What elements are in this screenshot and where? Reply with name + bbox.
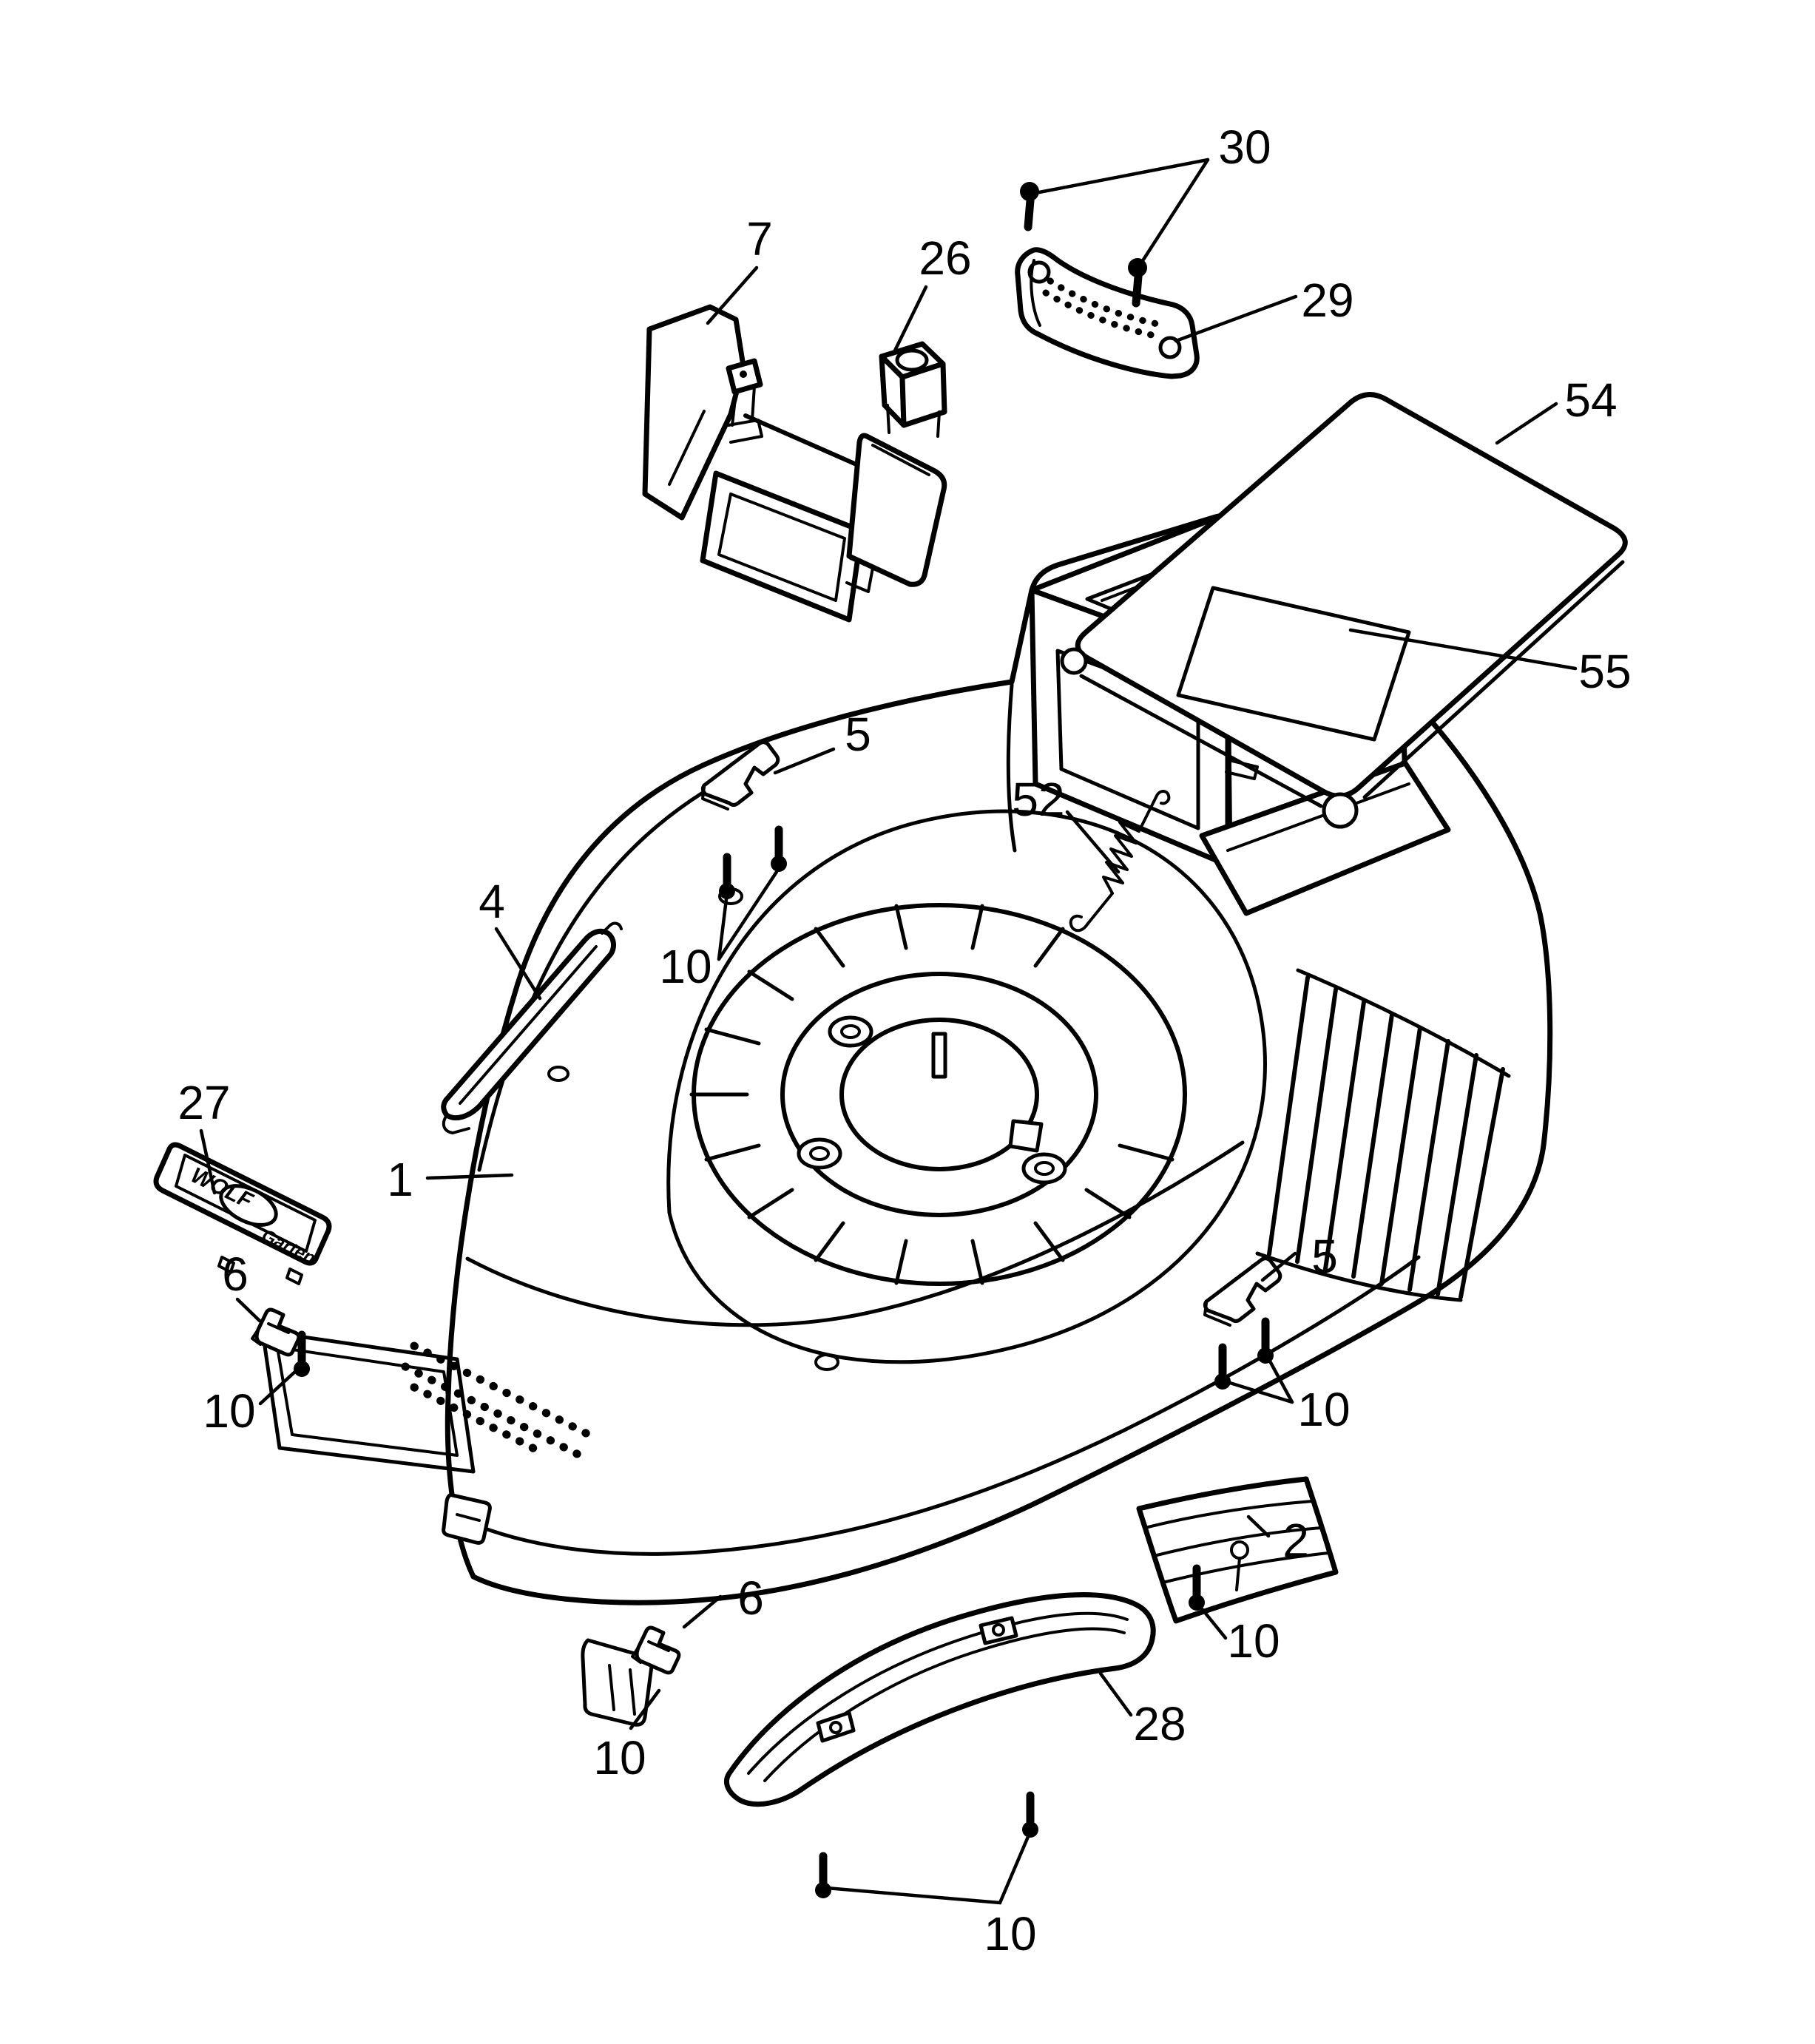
part-number-label: 10 (203, 1384, 255, 1438)
part-lid-label-55 (1176, 586, 1411, 742)
part-number-label: 27 (178, 1076, 230, 1129)
flap-hinge-boss (1060, 647, 1088, 675)
callout-10: 10 (203, 1368, 299, 1438)
part-bumper-28 (724, 1592, 1156, 1807)
callout-4: 4 (479, 875, 542, 1001)
part-handle-insert-29 (1015, 247, 1200, 379)
callout-6: 6 (222, 1248, 262, 1323)
callout-10: 10 (659, 870, 779, 993)
part-number-label: 26 (919, 231, 971, 285)
part-number-label: 10 (1297, 1383, 1350, 1436)
part-number-label: 1 (387, 1153, 413, 1206)
part-number-label: 5 (845, 708, 871, 761)
leader-line (706, 265, 759, 325)
leader-line (1198, 1605, 1228, 1640)
part-number-label: 28 (1133, 1697, 1186, 1750)
part-number-label: 4 (479, 875, 505, 928)
deck-hole (814, 1353, 839, 1371)
callout-7: 7 (706, 212, 773, 325)
callout-54: 54 (1495, 373, 1618, 445)
leader-line (893, 285, 928, 353)
part-spacer-block-26 (879, 341, 947, 438)
callout-10: 10 (593, 1688, 661, 1784)
leader-line (1495, 402, 1558, 445)
part-number-label: 10 (593, 1731, 646, 1784)
callout-55: 55 (1348, 628, 1632, 698)
grip-dots (1047, 277, 1169, 329)
left-foot-bracket (442, 1493, 492, 1545)
leader-line (199, 1128, 217, 1195)
part-number-label: 54 (1564, 373, 1617, 427)
callout-30: 30 (1033, 121, 1271, 262)
flap-hinge-boss (1322, 792, 1359, 829)
leader-line (1246, 1515, 1271, 1538)
part-number-label: 29 (1301, 274, 1353, 327)
leader-line (1260, 1251, 1297, 1282)
callout-52: 52 (1012, 773, 1121, 874)
leader-line (425, 1173, 514, 1180)
part-number-label: 6 (737, 1571, 764, 1625)
part-number-label: 55 (1578, 645, 1631, 698)
deck-rim-line (462, 1255, 1421, 1556)
part-trim-strip-4 (441, 921, 623, 1134)
leader-line (825, 1831, 1032, 1905)
leader-line (629, 1688, 661, 1730)
blade-ring (689, 903, 1187, 1286)
leader-line (773, 747, 836, 775)
leader-line (1141, 158, 1210, 262)
leader-line (1348, 628, 1578, 671)
deck-hole (547, 1066, 569, 1082)
leader-line (1228, 1381, 1294, 1404)
part-number-label: 10 (659, 940, 712, 993)
callout-2: 2 (1246, 1514, 1309, 1567)
part-rear-flap-54 (1060, 392, 1628, 829)
vent-dot-row (410, 1383, 549, 1458)
part-grate-2 (1136, 1476, 1339, 1624)
leader-line (717, 870, 779, 961)
part-number-label: 30 (1218, 121, 1271, 174)
part-number-label: 10 (984, 1907, 1036, 1960)
part-number-label: 2 (1282, 1514, 1309, 1567)
callout-27: 27 (178, 1076, 231, 1195)
deck-rear-left-edge (1006, 683, 1017, 853)
callout-6: 6 (682, 1571, 764, 1629)
callout-5: 5 (773, 708, 871, 775)
leader-line (235, 1297, 262, 1323)
part-spring-52 (1069, 790, 1171, 933)
vent-dot-row (410, 1341, 596, 1441)
leader-line (1065, 810, 1121, 874)
vent-dot-row (401, 1362, 587, 1461)
callout-29: 29 (1174, 274, 1354, 343)
leader-line (1033, 158, 1210, 195)
callout-28: 28 (1098, 1671, 1186, 1750)
part-number-label: 5 (1311, 1230, 1338, 1283)
leader-line (258, 1368, 299, 1406)
leader-line (1098, 1671, 1133, 1717)
callout-10: 10 (1198, 1605, 1280, 1668)
part-number-label: 7 (746, 212, 773, 265)
leader-line (494, 927, 542, 1001)
grip-dots (1042, 289, 1166, 341)
leader-line (1174, 294, 1298, 343)
leader-line (682, 1594, 723, 1629)
part-clip-6-left (252, 1310, 299, 1355)
callout-5: 5 (1260, 1230, 1338, 1283)
callout-1: 1 (387, 1153, 514, 1206)
front-pocket (260, 1329, 596, 1474)
deck-top-swoosh (477, 791, 705, 1172)
part-number-label: 52 (1012, 773, 1064, 826)
leader-line (717, 897, 729, 961)
ring-bolt-boss (797, 1015, 1067, 1185)
part-cover-bracket-7 (642, 304, 947, 623)
part-number-label: 6 (222, 1248, 249, 1301)
callout-10: 10 (825, 1831, 1037, 1960)
deck-plateau-curve (666, 809, 1267, 1364)
part-number-label: 10 (1227, 1614, 1280, 1668)
callout-10: 10 (1228, 1356, 1351, 1436)
leader-line (1266, 1356, 1294, 1404)
callout-26: 26 (893, 231, 972, 353)
